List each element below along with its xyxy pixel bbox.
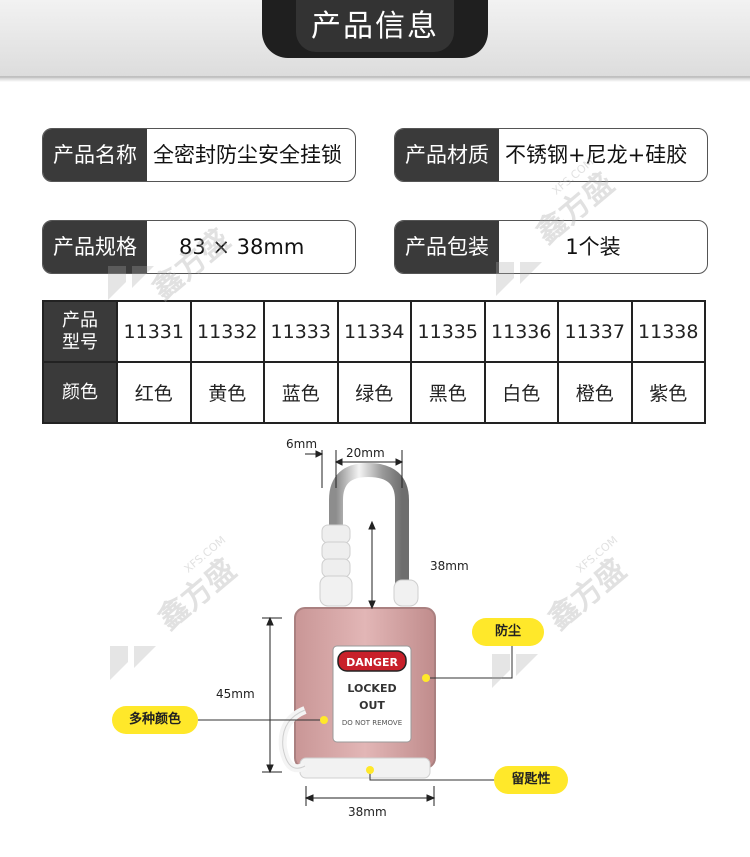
callout-key-retaining: 留匙性 <box>494 766 568 794</box>
table-row-colors: 颜色 红色 黄色 蓝色 绿色 黑色 白色 橙色 紫色 <box>42 361 706 424</box>
shackle <box>329 462 409 590</box>
product-package-value: 1个装 <box>565 235 621 259</box>
product-name-box: 产品名称 全密封防尘安全挂锁 <box>42 128 356 182</box>
watermark-logo-icon <box>110 646 156 680</box>
dim-20mm: 20mm <box>346 446 385 460</box>
callout-dot <box>422 674 430 682</box>
product-material-label: 产品材质 <box>395 129 499 181</box>
dim-38mm-width: 38mm <box>348 805 387 819</box>
product-name-value: 全密封防尘安全挂锁 <box>153 143 342 167</box>
table-cell: 11333 <box>263 300 339 363</box>
table-cell: 白色 <box>483 361 559 424</box>
do-not-remove-text: DO NOT REMOVE <box>342 719 402 727</box>
padlock-base <box>299 757 431 779</box>
out-text: OUT <box>359 699 385 712</box>
table-cell: 11334 <box>336 300 412 363</box>
product-package-box: 产品包装 1个装 <box>394 220 708 274</box>
product-material-value: 不锈钢+尼龙+硅胶 <box>505 143 688 167</box>
watermark-logo-icon <box>496 262 542 296</box>
table-cell: 11332 <box>189 300 265 363</box>
page-title: 产品信息 <box>296 0 454 52</box>
table-row-models: 产品 型号 11331 11332 11333 11334 11335 1133… <box>42 300 706 363</box>
table-cell: 11338 <box>630 300 706 363</box>
table-cell: 11337 <box>557 300 633 363</box>
dimension-body-height <box>262 616 282 774</box>
color-header: 颜色 <box>42 361 118 424</box>
callout-multiple-colors: 多种颜色 <box>112 706 198 734</box>
table-cell: 绿色 <box>336 361 412 424</box>
padlock-diagram: DANGER LOCKED OUT DO NOT REMOVE 6mm 20mm… <box>198 437 513 819</box>
model-color-table: 产品 型号 11331 11332 11333 11334 11335 1133… <box>42 300 706 424</box>
watermark-logo-icon <box>492 654 538 688</box>
callout-dot <box>366 766 374 774</box>
product-package-label: 产品包装 <box>395 221 499 273</box>
locked-text: LOCKED <box>347 682 396 695</box>
product-spec-box: 产品规格 83 × 38mm <box>42 220 356 274</box>
table-cell: 紫色 <box>630 361 706 424</box>
table-cell: 黄色 <box>189 361 265 424</box>
product-spec-value: 83 × 38mm <box>179 235 305 259</box>
product-spec-label: 产品规格 <box>43 221 147 273</box>
table-cell: 黑色 <box>410 361 486 424</box>
table-cell: 11335 <box>410 300 486 363</box>
table-cell: 11336 <box>483 300 559 363</box>
silicone-sleeve <box>319 524 419 607</box>
callout-dustproof: 防尘 <box>472 618 544 646</box>
table-cell: 蓝色 <box>263 361 339 424</box>
dimension-body-width <box>304 786 436 806</box>
table-cell: 11331 <box>116 300 192 363</box>
dim-38mm-height: 38mm <box>430 559 469 573</box>
watermark-logo-icon <box>108 266 154 300</box>
dim-6mm: 6mm <box>286 437 317 451</box>
product-name-label: 产品名称 <box>43 129 147 181</box>
dim-45mm: 45mm <box>216 687 255 701</box>
dimension-shackle-height <box>368 520 376 610</box>
callout-dot <box>320 716 328 724</box>
table-cell: 橙色 <box>557 361 633 424</box>
model-header: 产品 型号 <box>42 300 118 363</box>
product-material-box: 产品材质 不锈钢+尼龙+硅胶 <box>394 128 708 182</box>
dimension-shackle-width <box>305 450 404 488</box>
header-shadow <box>0 76 750 82</box>
danger-text: DANGER <box>346 656 398 669</box>
table-cell: 红色 <box>116 361 192 424</box>
